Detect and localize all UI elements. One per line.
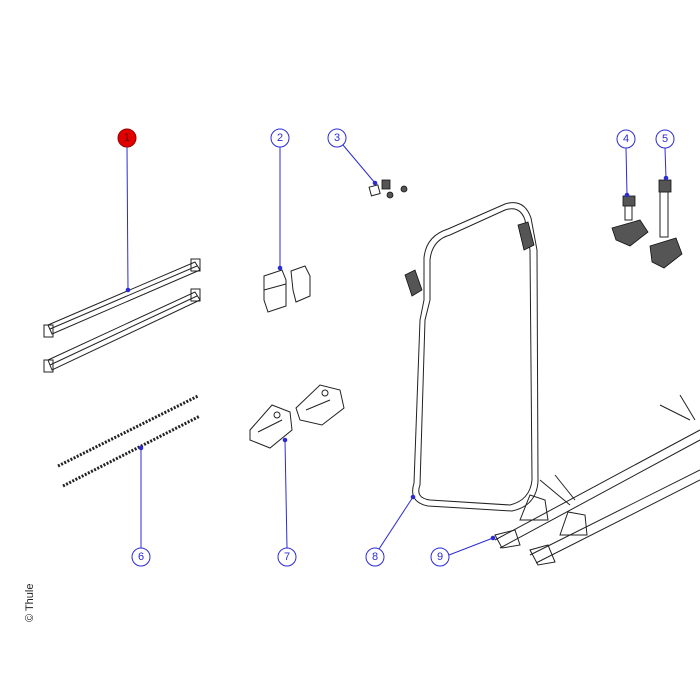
callout-label: 2 (277, 132, 283, 144)
leader-line-7 (284, 439, 288, 549)
leader-line-5 (664, 147, 667, 179)
callout-3[interactable]: 3 (327, 128, 347, 148)
part-straps[interactable] (57, 394, 201, 488)
callout-label: 7 (284, 551, 290, 563)
callout-8[interactable]: 8 (365, 547, 385, 567)
callout-label: 1 (124, 132, 130, 144)
part-rail-clamps[interactable] (263, 265, 311, 313)
part-short-knob[interactable] (611, 195, 649, 247)
callout-label: 8 (372, 551, 378, 563)
callout-label: 9 (437, 551, 443, 563)
leader-arrow-4 (624, 192, 630, 198)
leader-line-3 (342, 144, 376, 184)
callout-label: 3 (334, 132, 340, 144)
callout-4[interactable]: 4 (616, 129, 636, 149)
leader-arrow-9 (490, 535, 496, 541)
leader-arrow-8 (410, 494, 416, 500)
leader-arrow-7 (282, 437, 288, 443)
part-nuts-and-washers[interactable] (368, 179, 408, 199)
leader-arrow-2 (277, 265, 283, 271)
part-rails[interactable] (43, 258, 201, 373)
leader-arrow-5 (663, 175, 669, 181)
callout-2[interactable]: 2 (270, 128, 290, 148)
leader-line-1 (126, 146, 129, 291)
callout-label: 5 (662, 133, 668, 145)
callout-5[interactable]: 5 (655, 129, 675, 149)
part-long-knob[interactable] (649, 179, 683, 269)
part-frame[interactable] (404, 202, 539, 512)
leader-arrow-6 (138, 445, 144, 451)
part-wheel-holders[interactable] (494, 394, 700, 566)
leader-arrow-3 (372, 180, 378, 186)
part-mount-brackets[interactable] (249, 384, 345, 449)
leader-line-8 (378, 496, 414, 550)
callout-9[interactable]: 9 (430, 547, 450, 567)
leader-line-4 (625, 147, 628, 196)
callout-label: 4 (623, 133, 629, 145)
callout-7[interactable]: 7 (277, 547, 297, 567)
callout-1[interactable]: 1 (117, 128, 137, 148)
leader-arrow-1 (125, 287, 131, 293)
callout-6[interactable]: 6 (131, 547, 151, 567)
copyright-notice: © Thule (24, 583, 36, 622)
leader-line-9 (448, 537, 494, 556)
callout-label: 6 (138, 551, 144, 563)
